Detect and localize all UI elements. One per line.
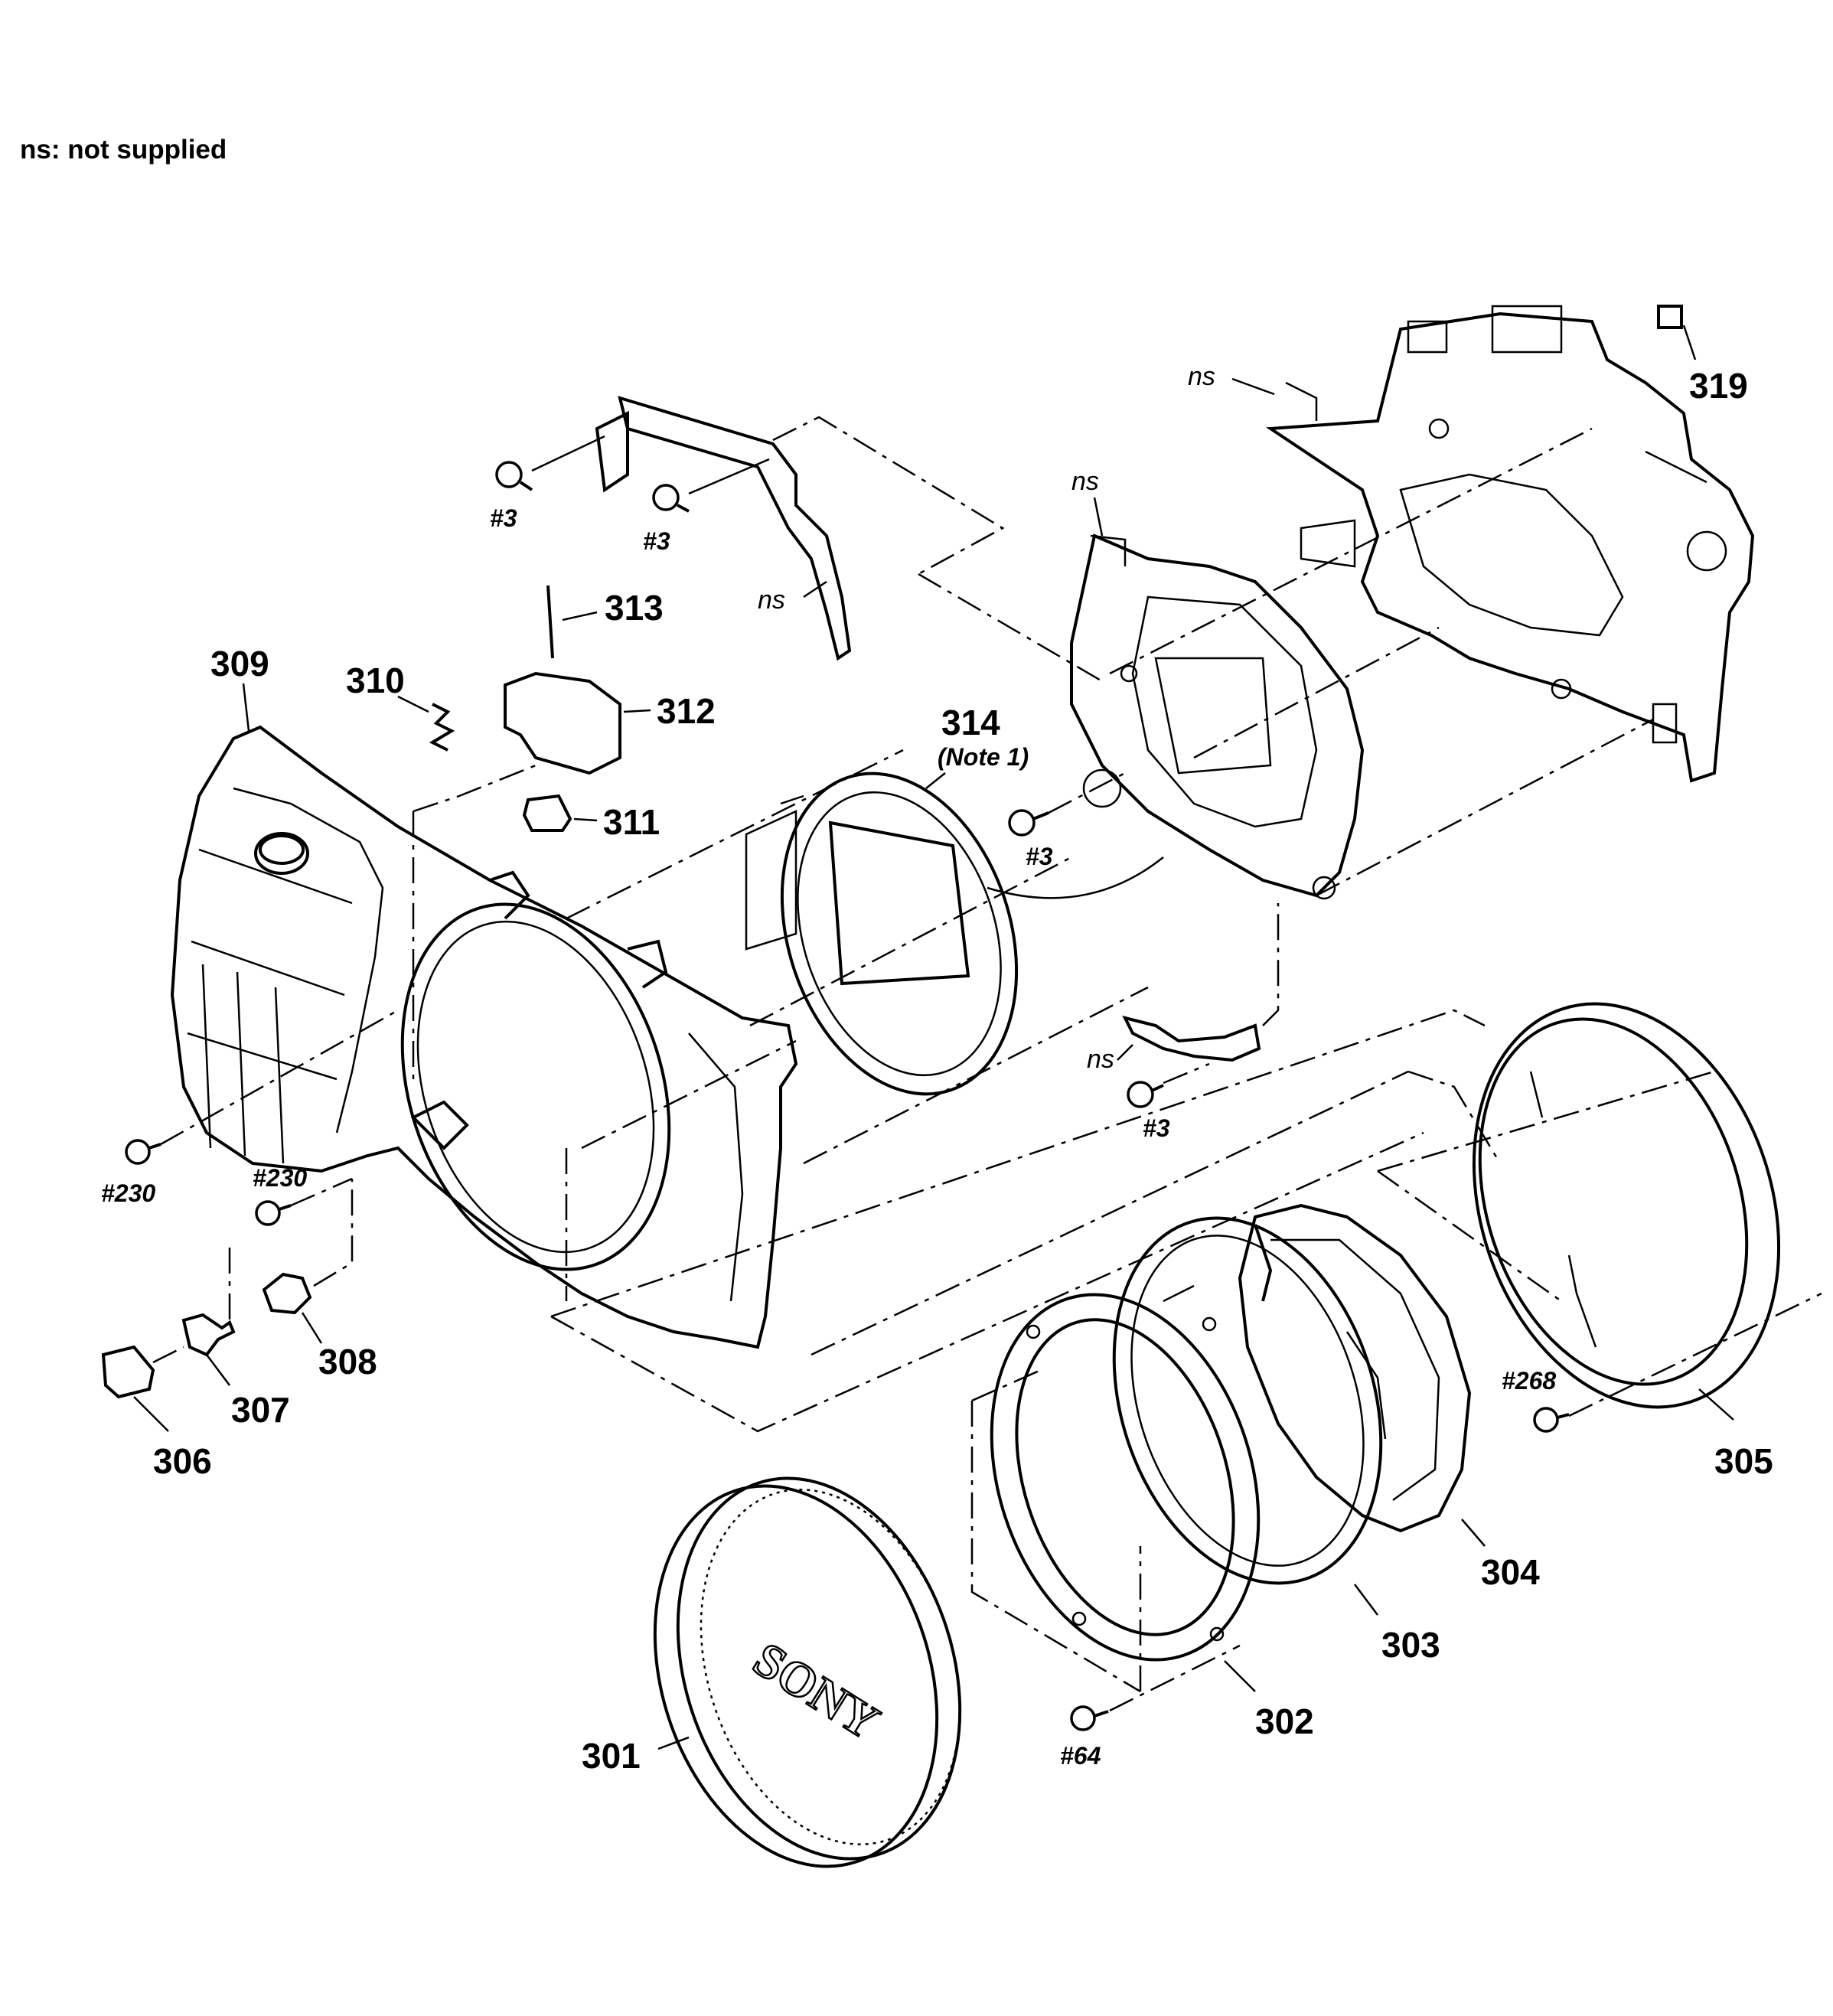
- part-label-304: 304: [1481, 1552, 1540, 1592]
- part-label-311: 311: [603, 802, 660, 842]
- cap-logo: SONY: [745, 1632, 889, 1750]
- screw-label-268: #268: [1502, 1367, 1556, 1395]
- screw-64: [1070, 1705, 1109, 1731]
- screw-230a: [125, 1139, 161, 1165]
- lower-small-bracket: [1122, 1016, 1261, 1062]
- part-label-303: 303: [1381, 1625, 1440, 1665]
- part-309-front-cabinet: [170, 725, 798, 1349]
- screw-3c: [1008, 809, 1049, 837]
- part-319-shape: [1657, 305, 1683, 329]
- part-label-319: 319: [1689, 366, 1748, 406]
- part-314-mount-plate: [745, 771, 1019, 1096]
- part-label-312: 312: [657, 691, 716, 731]
- ns-label-frame: ns: [1188, 362, 1215, 391]
- part-306-button: [101, 1345, 155, 1399]
- part-label-307: 307: [231, 1390, 290, 1430]
- part-label-302: 302: [1255, 1701, 1314, 1741]
- part-304-contact-plate: [1238, 1203, 1472, 1533]
- screw-label-3c: #3: [1026, 843, 1053, 870]
- screw-label-230b: #230: [253, 1164, 307, 1192]
- part-311-knob: [522, 794, 572, 832]
- part-label-310: 310: [346, 661, 405, 700]
- screw-268: [1533, 1407, 1570, 1433]
- not-supplied-note: ns: not supplied: [20, 135, 227, 165]
- part-label-314: 314: [941, 703, 1000, 742]
- upper-bracket: [595, 396, 852, 661]
- screw-label-230a: #230: [101, 1179, 155, 1207]
- screw-label-3b: #3: [643, 527, 670, 555]
- part-313-pin: [546, 585, 554, 659]
- part-label-308: 308: [318, 1342, 377, 1382]
- part-302-mount-ring: [990, 1293, 1261, 1662]
- part-303-spring-ring: [1112, 1216, 1383, 1585]
- part-301-body-cap: SONY: [653, 1476, 962, 1868]
- rear-chassis-frame: [1266, 305, 1755, 783]
- screw-230b: [255, 1200, 292, 1226]
- screw-label-3d: #3: [1143, 1114, 1170, 1142]
- part-label-305: 305: [1714, 1441, 1773, 1481]
- ns-label-bracket: ns: [758, 586, 785, 615]
- part-307-shaft: [181, 1313, 236, 1357]
- screw-3d: [1127, 1081, 1164, 1108]
- ns-label-lower-bracket: ns: [1087, 1045, 1114, 1074]
- screw-3b: [652, 484, 690, 513]
- screw-label-64: #64: [1060, 1742, 1101, 1770]
- screw-3a: [495, 461, 533, 491]
- part-308-spring: [262, 1272, 312, 1315]
- assembly-guide-lines: [152, 416, 1822, 1712]
- part-310-spring: [429, 703, 455, 752]
- plate-to-frame-leader: [987, 856, 1164, 899]
- part-label-306: 306: [153, 1441, 212, 1481]
- screw-label-3a: #3: [490, 504, 517, 532]
- note-1-label: (Note 1): [938, 743, 1029, 771]
- part-label-313: 313: [605, 588, 664, 628]
- part-305-outer-ring: [1472, 1002, 1781, 1409]
- ns-label-mount-frame: ns: [1071, 467, 1099, 496]
- part-label-301: 301: [582, 1736, 641, 1776]
- part-label-309: 309: [210, 644, 269, 683]
- mount-frame-assembly: [1070, 533, 1365, 900]
- part-312-housing: [504, 671, 621, 775]
